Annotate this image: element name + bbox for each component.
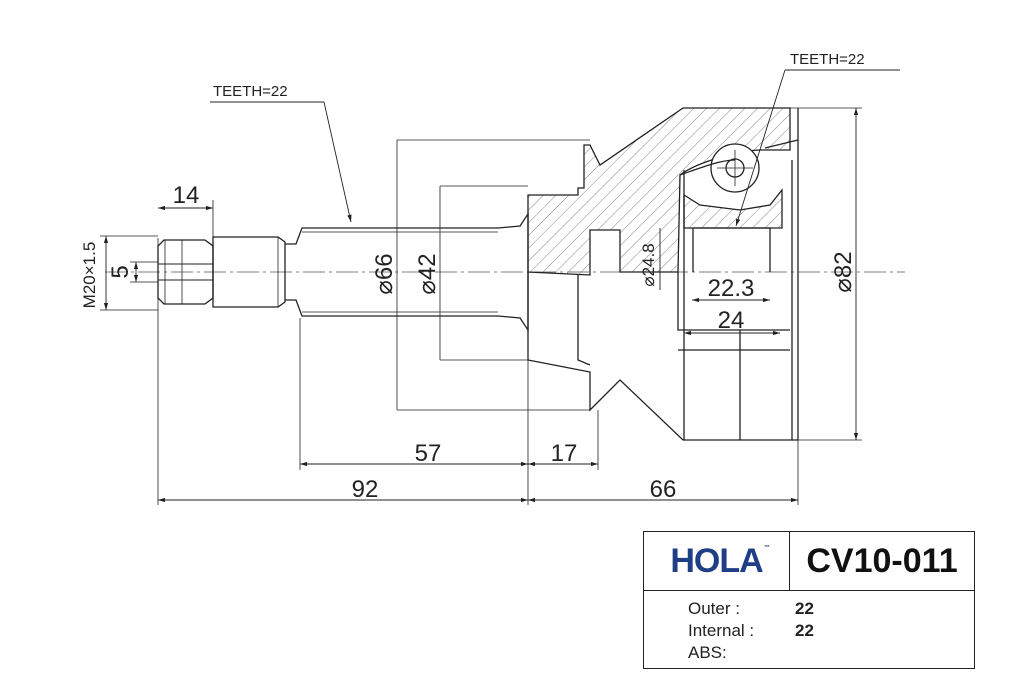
trademark-mark: ™ xyxy=(764,545,770,551)
title-block-header: HOLA ™ CV10-011 xyxy=(644,532,974,591)
dim-92: 92 xyxy=(352,476,379,503)
spec-row-internal: Internal : 22 xyxy=(688,620,974,642)
title-block: HOLA ™ CV10-011 Outer : 22 Internal : 22… xyxy=(643,531,975,669)
brand-name: HOLA xyxy=(670,541,763,580)
part-number: CV10-011 xyxy=(806,541,958,580)
dim-dia24-8: ⌀24.8 xyxy=(639,243,658,286)
dim-thread: M20×1.5 xyxy=(80,242,99,309)
dim-66: 66 xyxy=(650,476,677,503)
spec-label: Outer : xyxy=(688,599,740,618)
threaded-end xyxy=(157,236,286,308)
teeth-note-right: TEETH=22 xyxy=(790,51,865,68)
dim-57: 57 xyxy=(415,440,442,467)
dim-24: 24 xyxy=(718,307,745,334)
bell-housing xyxy=(527,107,799,441)
dimension-lines xyxy=(103,108,859,503)
dim-dia66: ⌀66 xyxy=(371,253,398,294)
spec-label: Internal : xyxy=(688,621,755,640)
spec-value: 22 xyxy=(795,621,814,640)
spec-row-outer: Outer : 22 xyxy=(688,598,974,620)
dim-dia42: ⌀42 xyxy=(414,253,441,294)
spec-rows: Outer : 22 Internal : 22 ABS: xyxy=(644,591,974,664)
dim-22-3: 22.3 xyxy=(708,275,755,302)
leader-lines xyxy=(210,69,900,227)
extension-lines xyxy=(100,107,862,505)
brand-logo: HOLA ™ xyxy=(644,532,790,590)
spec-value: 22 xyxy=(795,599,814,618)
spec-label: ABS: xyxy=(688,643,727,662)
technical-drawing: TEETH=22 TEETH=22 14 M20×1.5 5 ⌀66 ⌀42 ⌀… xyxy=(80,51,905,505)
dim-14: 14 xyxy=(173,182,200,209)
dim-5: 5 xyxy=(107,265,134,278)
teeth-note-left: TEETH=22 xyxy=(213,83,288,100)
spec-row-abs: ABS: xyxy=(688,642,974,664)
dim-dia82: ⌀82 xyxy=(830,251,857,292)
dim-17: 17 xyxy=(551,440,578,467)
